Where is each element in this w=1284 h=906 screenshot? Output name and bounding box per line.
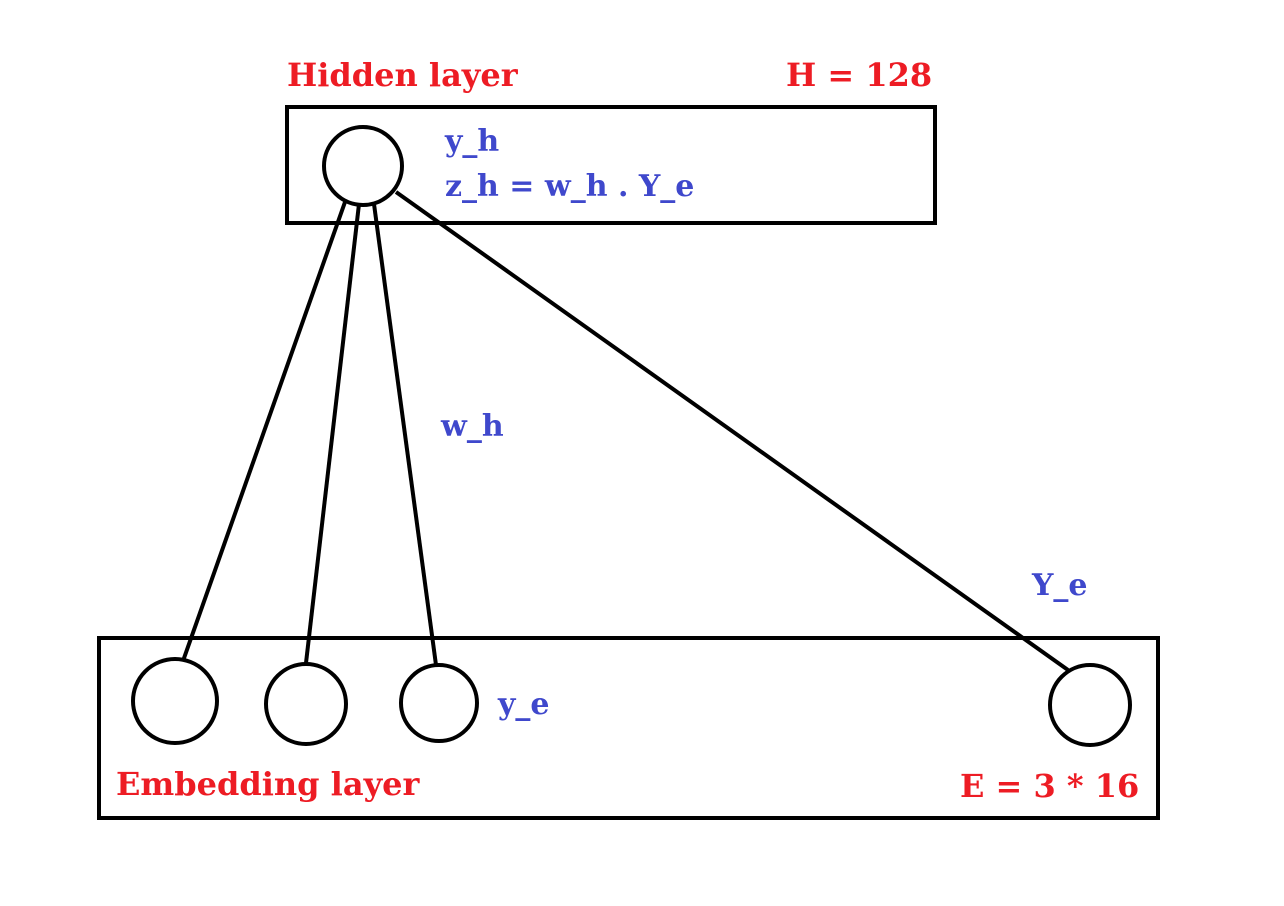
hidden-node xyxy=(322,125,404,207)
embedding-node xyxy=(131,657,219,745)
embedding-layer-box xyxy=(97,636,1160,820)
weight-connections xyxy=(181,190,1070,672)
embedding-nodes xyxy=(131,657,1132,747)
hidden-layer-box xyxy=(285,105,937,225)
edge-to-embedding-node-3 xyxy=(372,203,438,666)
embedding-node-label: y_e xyxy=(497,687,550,722)
edge-to-embedding-node-1 xyxy=(181,201,347,662)
hidden-equation: z_h = w_h . Y_e xyxy=(445,169,694,204)
hidden-layer-label: Hidden layer xyxy=(287,56,519,94)
edge-to-embedding-node-last xyxy=(394,190,1070,672)
weights-label: w_h xyxy=(440,409,504,444)
hidden-layer-size: H = 128 xyxy=(786,56,932,94)
embedding-node xyxy=(264,662,348,746)
embedding-vector-label: Y_e xyxy=(1031,568,1088,603)
hidden-node-label: y_h xyxy=(444,124,499,159)
embedding-layer-label: Embedding layer xyxy=(116,765,421,803)
embedding-node xyxy=(1048,663,1132,747)
embedding-node xyxy=(399,663,479,743)
embedding-layer-size: E = 3 * 16 xyxy=(960,767,1139,805)
edge-to-embedding-node-2 xyxy=(304,203,361,664)
